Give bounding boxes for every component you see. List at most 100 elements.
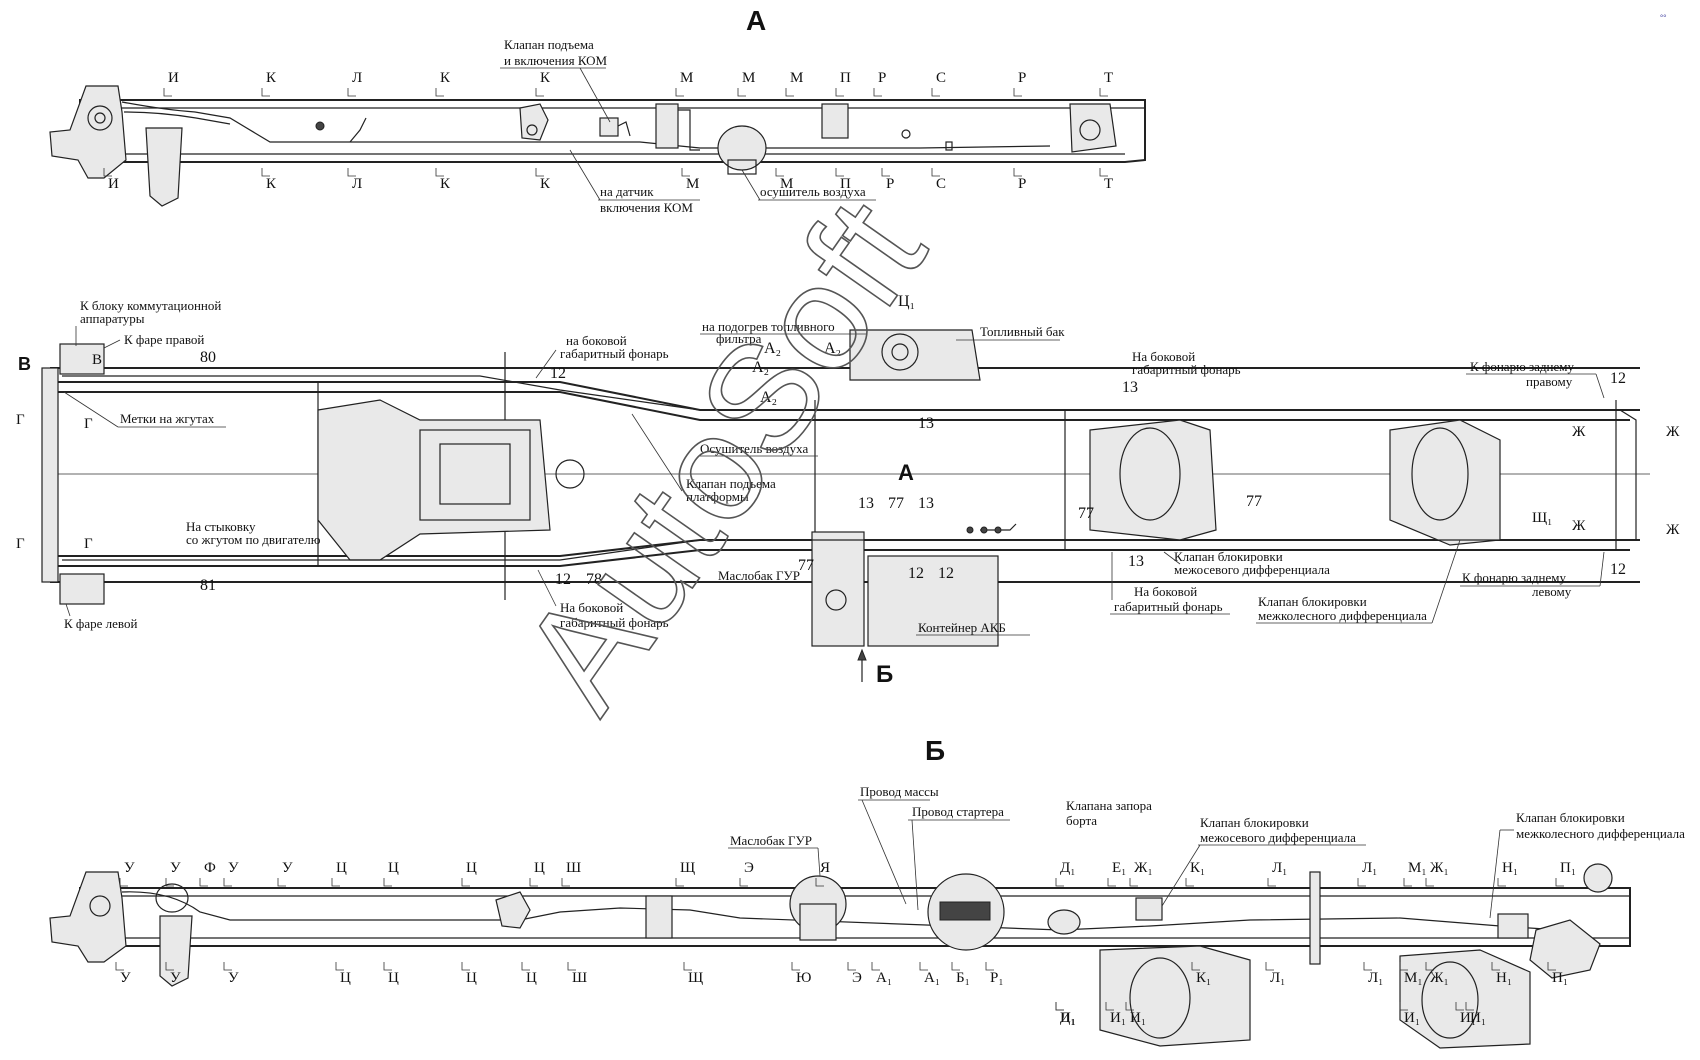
section-tick-cutsB-top-10 <box>675 878 684 887</box>
section-tick-cutsB-top-9 <box>561 878 570 887</box>
section-mark-cutsB-top-13: Ж₁ <box>1134 860 1153 876</box>
section-mark-cutsB-bot-1: Д₁ <box>1060 1010 1075 1026</box>
section-g-right-top: Г <box>84 416 93 432</box>
section-tick-cutsA-top-1 <box>261 88 270 97</box>
section-g-right-bottom: Г <box>84 536 93 552</box>
section-tick-cutsA-top-8 <box>835 88 844 97</box>
interaxle-lock-plan-label-1: Клапан блокировки <box>1174 549 1283 564</box>
rear-lamp-b <box>1583 863 1613 893</box>
section-tick-cutsA-bot-4 <box>535 168 544 177</box>
section-mark-cutsA-top-11: Р <box>1018 70 1026 86</box>
section-tick-cutsB-bot-0 <box>1055 1002 1064 1011</box>
section-mark-cutsB-bot-0: У <box>120 970 131 986</box>
view-b-arrow-label: Б <box>876 661 893 688</box>
battery-container-label: Контейнер АКБ <box>918 620 1006 635</box>
interwheel-lock-plan-label-2: межколесного дифференциала <box>1258 608 1427 623</box>
section-mark-cutsB-bot-10: Э <box>852 970 862 986</box>
right-headlamp <box>59 343 105 375</box>
section-mark-cutsB-bot-5: Ц <box>466 970 477 986</box>
section-tick-cutsB-top-20 <box>1425 878 1434 887</box>
section-mark-cutsB-top-14: К₁ <box>1190 860 1205 876</box>
section-tick-cutsB-bot-1 <box>1055 1002 1064 1011</box>
section-mark-cutsB-top-11: Я <box>820 860 830 876</box>
section-mark-cutsA-bot-8: Р <box>886 176 894 192</box>
section-mark-cutsA-top-0: И <box>168 70 179 86</box>
section-tick-cutsA-top-11 <box>1013 88 1022 97</box>
engine-link-label-2: со жгутом по двигателю <box>186 532 321 547</box>
right-headlamp-label: К фаре правой <box>124 332 204 347</box>
section-zh-4: Ж <box>1666 522 1680 538</box>
spring-bracket-a <box>145 127 183 207</box>
kom-sensor-label-2: включения КОМ <box>600 200 693 215</box>
section-mark-cutsB-top-0: У <box>124 860 135 876</box>
side-lamp-2-label-1: На боковой <box>1132 349 1195 364</box>
section-mark-cutsA-bot-10: Р <box>1018 176 1026 192</box>
section-mark-cutsA-top-9: Р <box>878 70 886 86</box>
side-lamp-4-label-2: габаритный фонарь <box>1114 599 1223 614</box>
section-mark-cutsA-top-6: М <box>742 70 755 86</box>
section-tick-cutsB-top-18 <box>1357 878 1366 887</box>
side-lamp-3-label-1: На боковой <box>560 600 623 615</box>
watermark: AutoSoft <box>489 171 957 739</box>
section-zh-1: Ж <box>1572 424 1586 440</box>
num-c1: Ц₁ <box>898 293 915 310</box>
section-mark-cutsB-top-2: Ф <box>204 860 216 876</box>
section-mark-cutsB-top-15: Д₁ <box>1060 860 1075 876</box>
section-mark-cutsA-bot-6: М <box>780 176 793 192</box>
section-mark-cutsA-bot-5: М <box>686 176 699 192</box>
side-lamp-1-label-1: на боковой <box>566 333 627 348</box>
section-tick-cutsB-bot-16 <box>1265 962 1274 971</box>
harness-b <box>121 891 1561 931</box>
side-lamp-1-label-2: габаритный фонарь <box>560 346 669 361</box>
headlamp-b-mark: В <box>92 352 102 368</box>
num-77-c: 77 <box>1078 505 1094 522</box>
rear-left-lamp-label-1: К фонарю заднему <box>1462 570 1567 585</box>
section-tick-cutsB-top-5 <box>331 878 340 887</box>
section-tick-cutsB-bot-3 <box>335 962 344 971</box>
front-bracket-a <box>49 85 127 179</box>
platform-valve-label-2: платформы <box>686 489 749 504</box>
air-dryer-a <box>717 125 767 171</box>
valve-block <box>655 103 679 149</box>
section-mark-cutsB-top-6: Ц <box>388 860 399 876</box>
side-lamp-2-label-2: габаритный фонарь <box>1132 362 1241 377</box>
num-78: 78 <box>586 571 602 588</box>
engine-gearbox <box>317 399 551 561</box>
fuel-tank-label: Топливный бак <box>980 324 1065 339</box>
section-tick-cutsB-top-22 <box>1555 878 1564 887</box>
section-tick-cutsB-top-21 <box>1497 878 1506 887</box>
section-mark-cutsA-top-3: К <box>440 70 451 86</box>
section-tick-cutsB-bot-5 <box>461 962 470 971</box>
interaxle-lock-b-label-1: Клапан блокировки <box>1200 815 1309 830</box>
section-mark-cutsA-top-7: М <box>790 70 803 86</box>
section-mark-cutsB-bot-15: К₁ <box>1196 970 1211 986</box>
corner-mark: °° <box>1660 13 1666 22</box>
num-13-d: 13 <box>1122 379 1138 396</box>
section-mark-cutsB-top-22: П₁ <box>1560 860 1576 876</box>
kom-valve-body <box>599 117 619 137</box>
rear-axle <box>1389 419 1501 546</box>
section-tick-cutsA-bot-10 <box>1013 168 1022 177</box>
interwheel-lock-b-label-2: межколесного дифференциала <box>1516 826 1685 841</box>
section-mark-cutsB-top-8: Ц <box>534 860 545 876</box>
section-tick-cutsA-bot-7 <box>835 168 844 177</box>
front-bracket-b <box>49 871 127 963</box>
section-tick-cutsB-bot-3 <box>1125 1002 1134 1011</box>
kom-valve-b <box>495 891 531 929</box>
fuel-heater-label-2: фильтра <box>716 331 762 346</box>
num-12-b: 12 <box>555 571 571 588</box>
fuel-tank <box>849 329 981 381</box>
section-tick-cutsA-bot-8 <box>881 168 890 177</box>
section-mark-cutsA-bot-9: С <box>936 176 946 192</box>
section-tick-cutsB-top-3 <box>223 878 232 887</box>
section-zh-2: Ж <box>1666 424 1680 440</box>
section-tick-cutsB-bot-18 <box>1399 962 1408 971</box>
switchgear-label-1: К блоку коммутационной <box>80 298 221 313</box>
section-mark-cutsB-bot-20: Н₁ <box>1496 970 1512 986</box>
rear-right-lamp-label-1: К фонарю заднему <box>1470 359 1575 374</box>
num-a2-4: А₂ <box>760 389 777 406</box>
section-mark-cutsA-top-12: Т <box>1104 70 1113 86</box>
section-tick-cutsB-bot-4 <box>1399 1002 1408 1011</box>
